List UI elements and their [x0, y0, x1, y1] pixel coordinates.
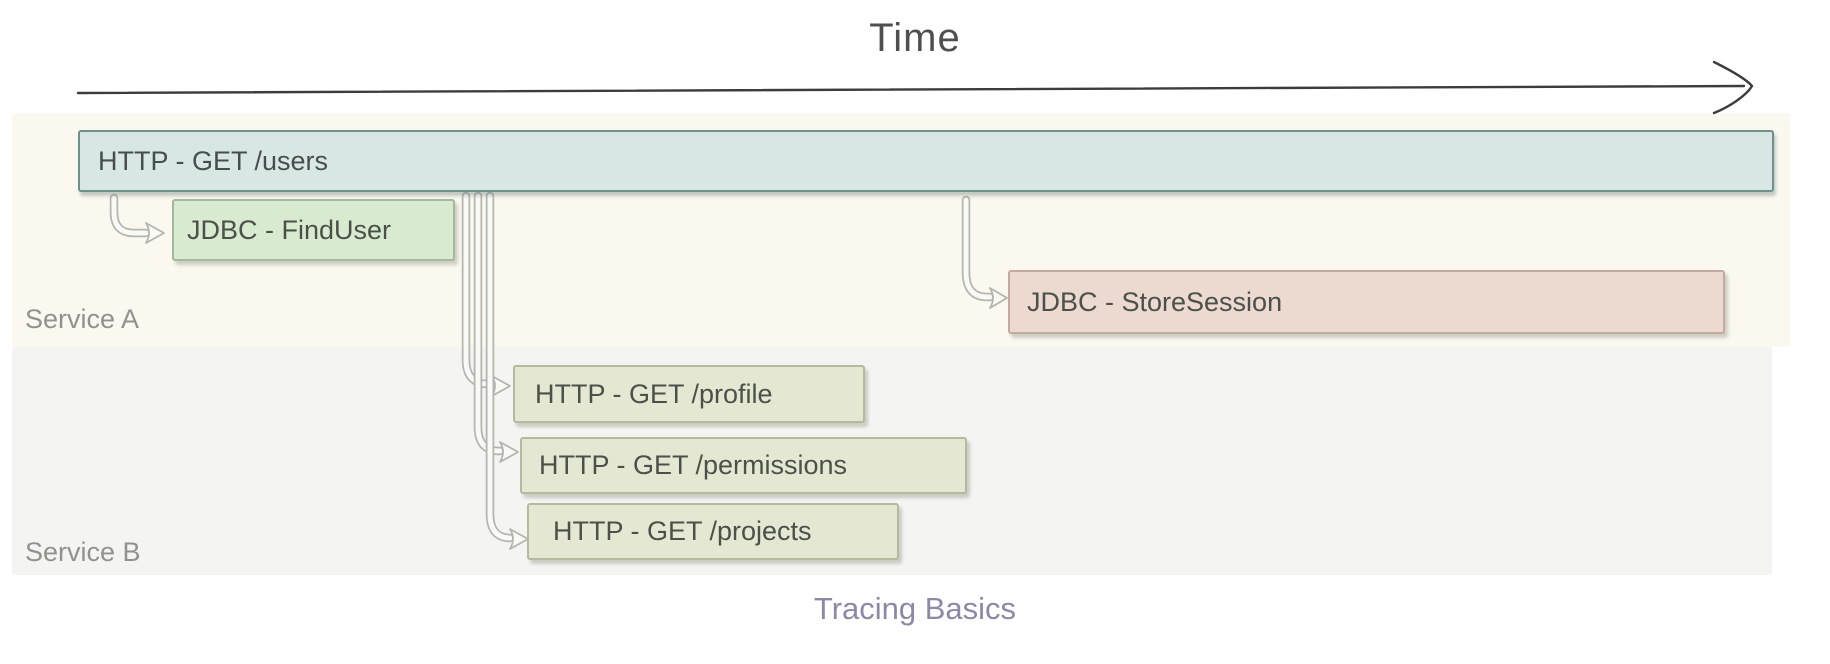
span-http-get-users: HTTP - GET /users: [78, 130, 1774, 192]
span-http-get-permissions: HTTP - GET /permissions: [520, 437, 967, 494]
connector-arrow-projects: [485, 191, 529, 550]
lane-label-service-a: Service A: [25, 304, 140, 334]
time-axis-label: Time: [869, 16, 961, 60]
connector-arrow-storesession: [961, 195, 1008, 309]
span-http-get-profile: HTTP - GET /profile: [513, 365, 865, 423]
connector-arrow-permissions: [473, 191, 519, 463]
lane-label-service-b: Service B: [25, 537, 141, 567]
diagram-caption: Tracing Basics: [813, 591, 1017, 626]
span-jdbc-storesession: JDBC - StoreSession: [1008, 270, 1725, 334]
span-jdbc-finduser: JDBC - FindUser: [172, 199, 455, 261]
time-axis-arrow-icon: [76, 60, 1754, 115]
span-http-get-projects: HTTP - GET /projects: [527, 503, 899, 560]
connector-arrow-finduser: [109, 193, 165, 244]
